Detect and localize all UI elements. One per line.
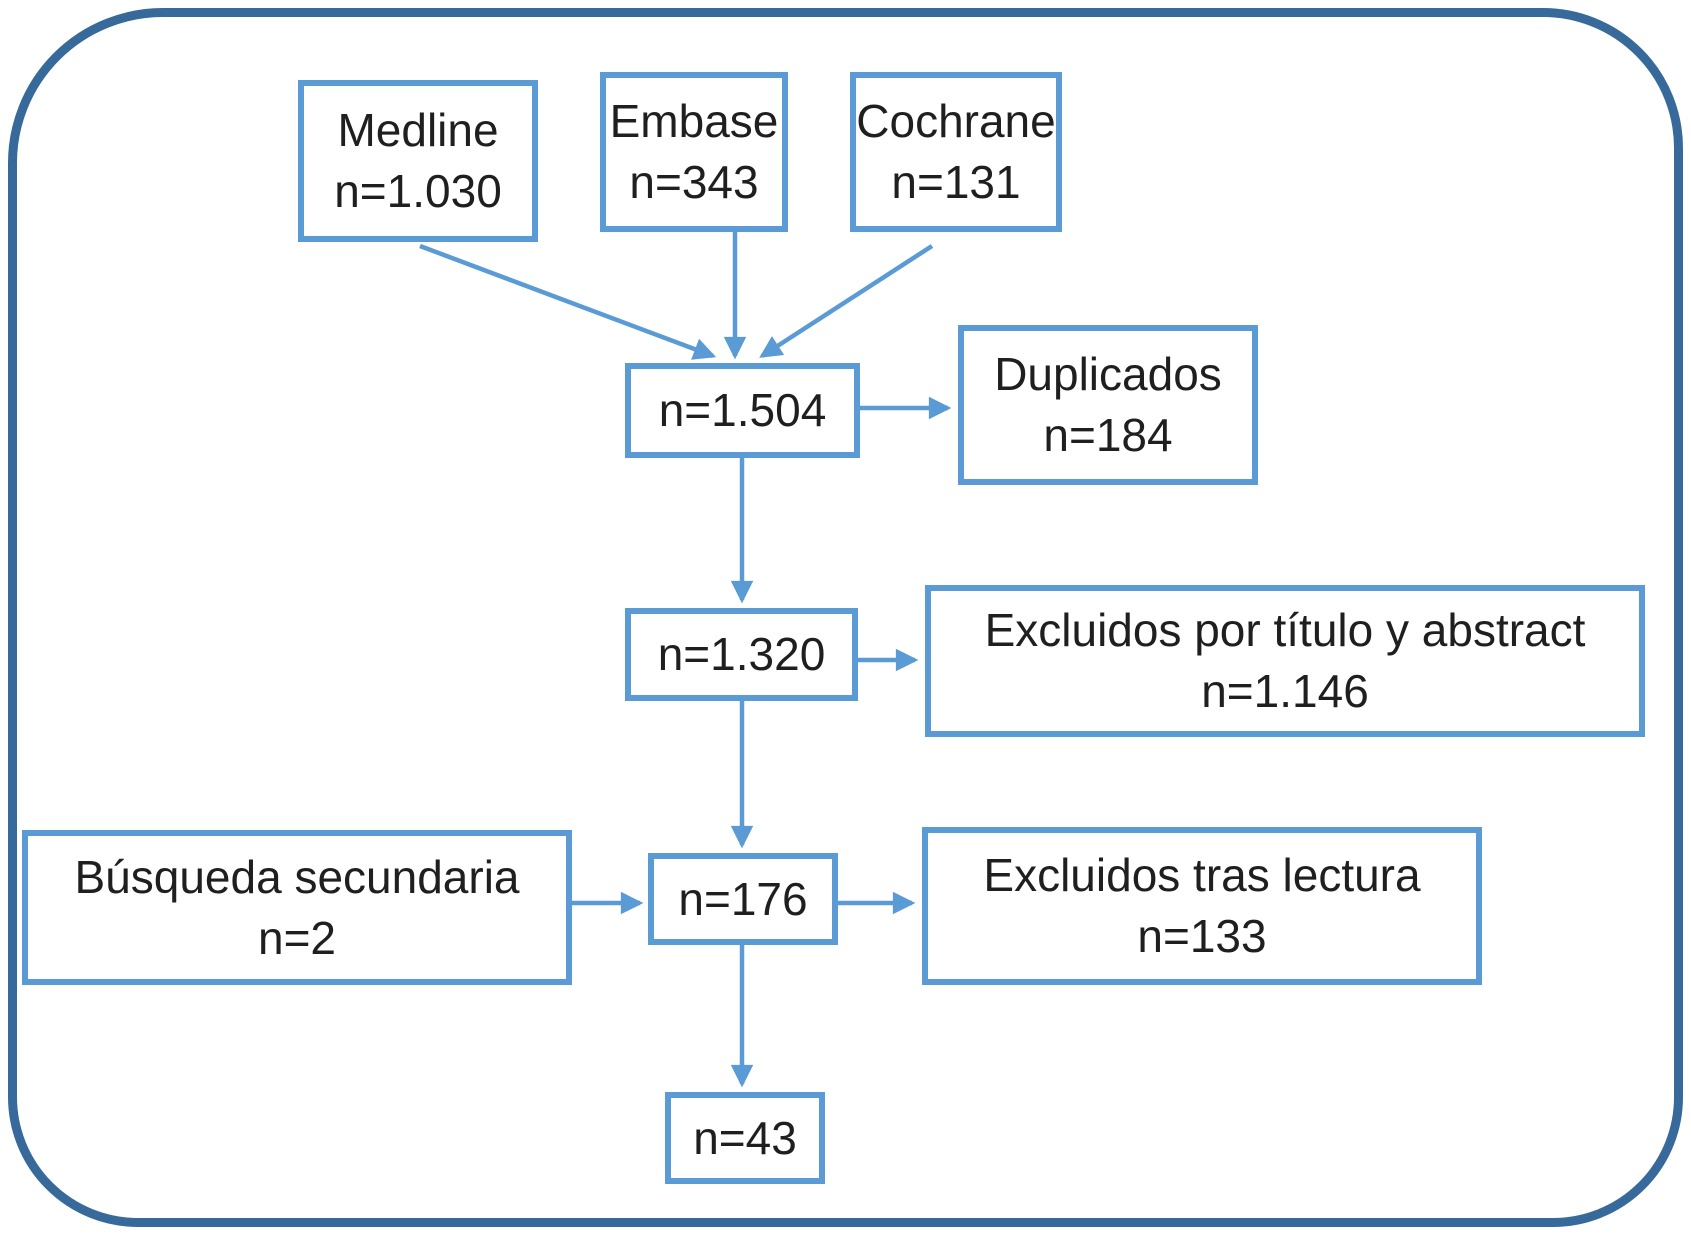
screened-records-count: n=1.320 — [657, 628, 826, 681]
medline-box: Medline n=1.030 — [298, 80, 538, 242]
arrow-medline-to-merged — [419, 243, 717, 360]
outer-frame — [8, 8, 1683, 1227]
cochrane-label: Cochrane — [856, 95, 1056, 148]
secondary-search-box: Búsqueda secundaria n=2 — [22, 830, 572, 985]
excluded-title-abstract-count: n=1.146 — [1201, 665, 1369, 717]
included-studies-box: n=43 — [665, 1092, 825, 1184]
excluded-reading-count: n=133 — [1137, 910, 1267, 962]
merged-records-count: n=1.504 — [658, 384, 827, 437]
excluded-title-abstract-label: Excluidos por título y abstract — [984, 604, 1586, 657]
fulltext-review-box: n=176 — [648, 853, 838, 945]
secondary-search-label: Búsqueda secundaria — [74, 850, 520, 903]
embase-label: Embase — [609, 95, 779, 148]
duplicates-count: n=184 — [1043, 409, 1173, 461]
included-studies-count: n=43 — [693, 1111, 797, 1164]
embase-count: n=343 — [629, 156, 759, 208]
medline-count: n=1.030 — [334, 165, 502, 217]
cochrane-box: Cochrane n=131 — [850, 72, 1062, 232]
duplicates-label: Duplicados — [994, 348, 1222, 401]
medline-label: Medline — [337, 104, 499, 157]
cochrane-count: n=131 — [891, 156, 1021, 208]
duplicates-box: Duplicados n=184 — [958, 325, 1258, 485]
fulltext-review-count: n=176 — [678, 872, 808, 925]
arrow-cochrane-to-merged — [759, 244, 934, 358]
screened-records-box: n=1.320 — [625, 608, 858, 701]
merged-records-box: n=1.504 — [625, 363, 860, 458]
embase-box: Embase n=343 — [600, 72, 788, 232]
excluded-title-abstract-box: Excluidos por título y abstract n=1.146 — [925, 585, 1645, 737]
excluded-reading-box: Excluidos tras lectura n=133 — [922, 827, 1482, 985]
secondary-search-count: n=2 — [257, 911, 337, 964]
excluded-reading-label: Excluidos tras lectura — [983, 849, 1421, 902]
